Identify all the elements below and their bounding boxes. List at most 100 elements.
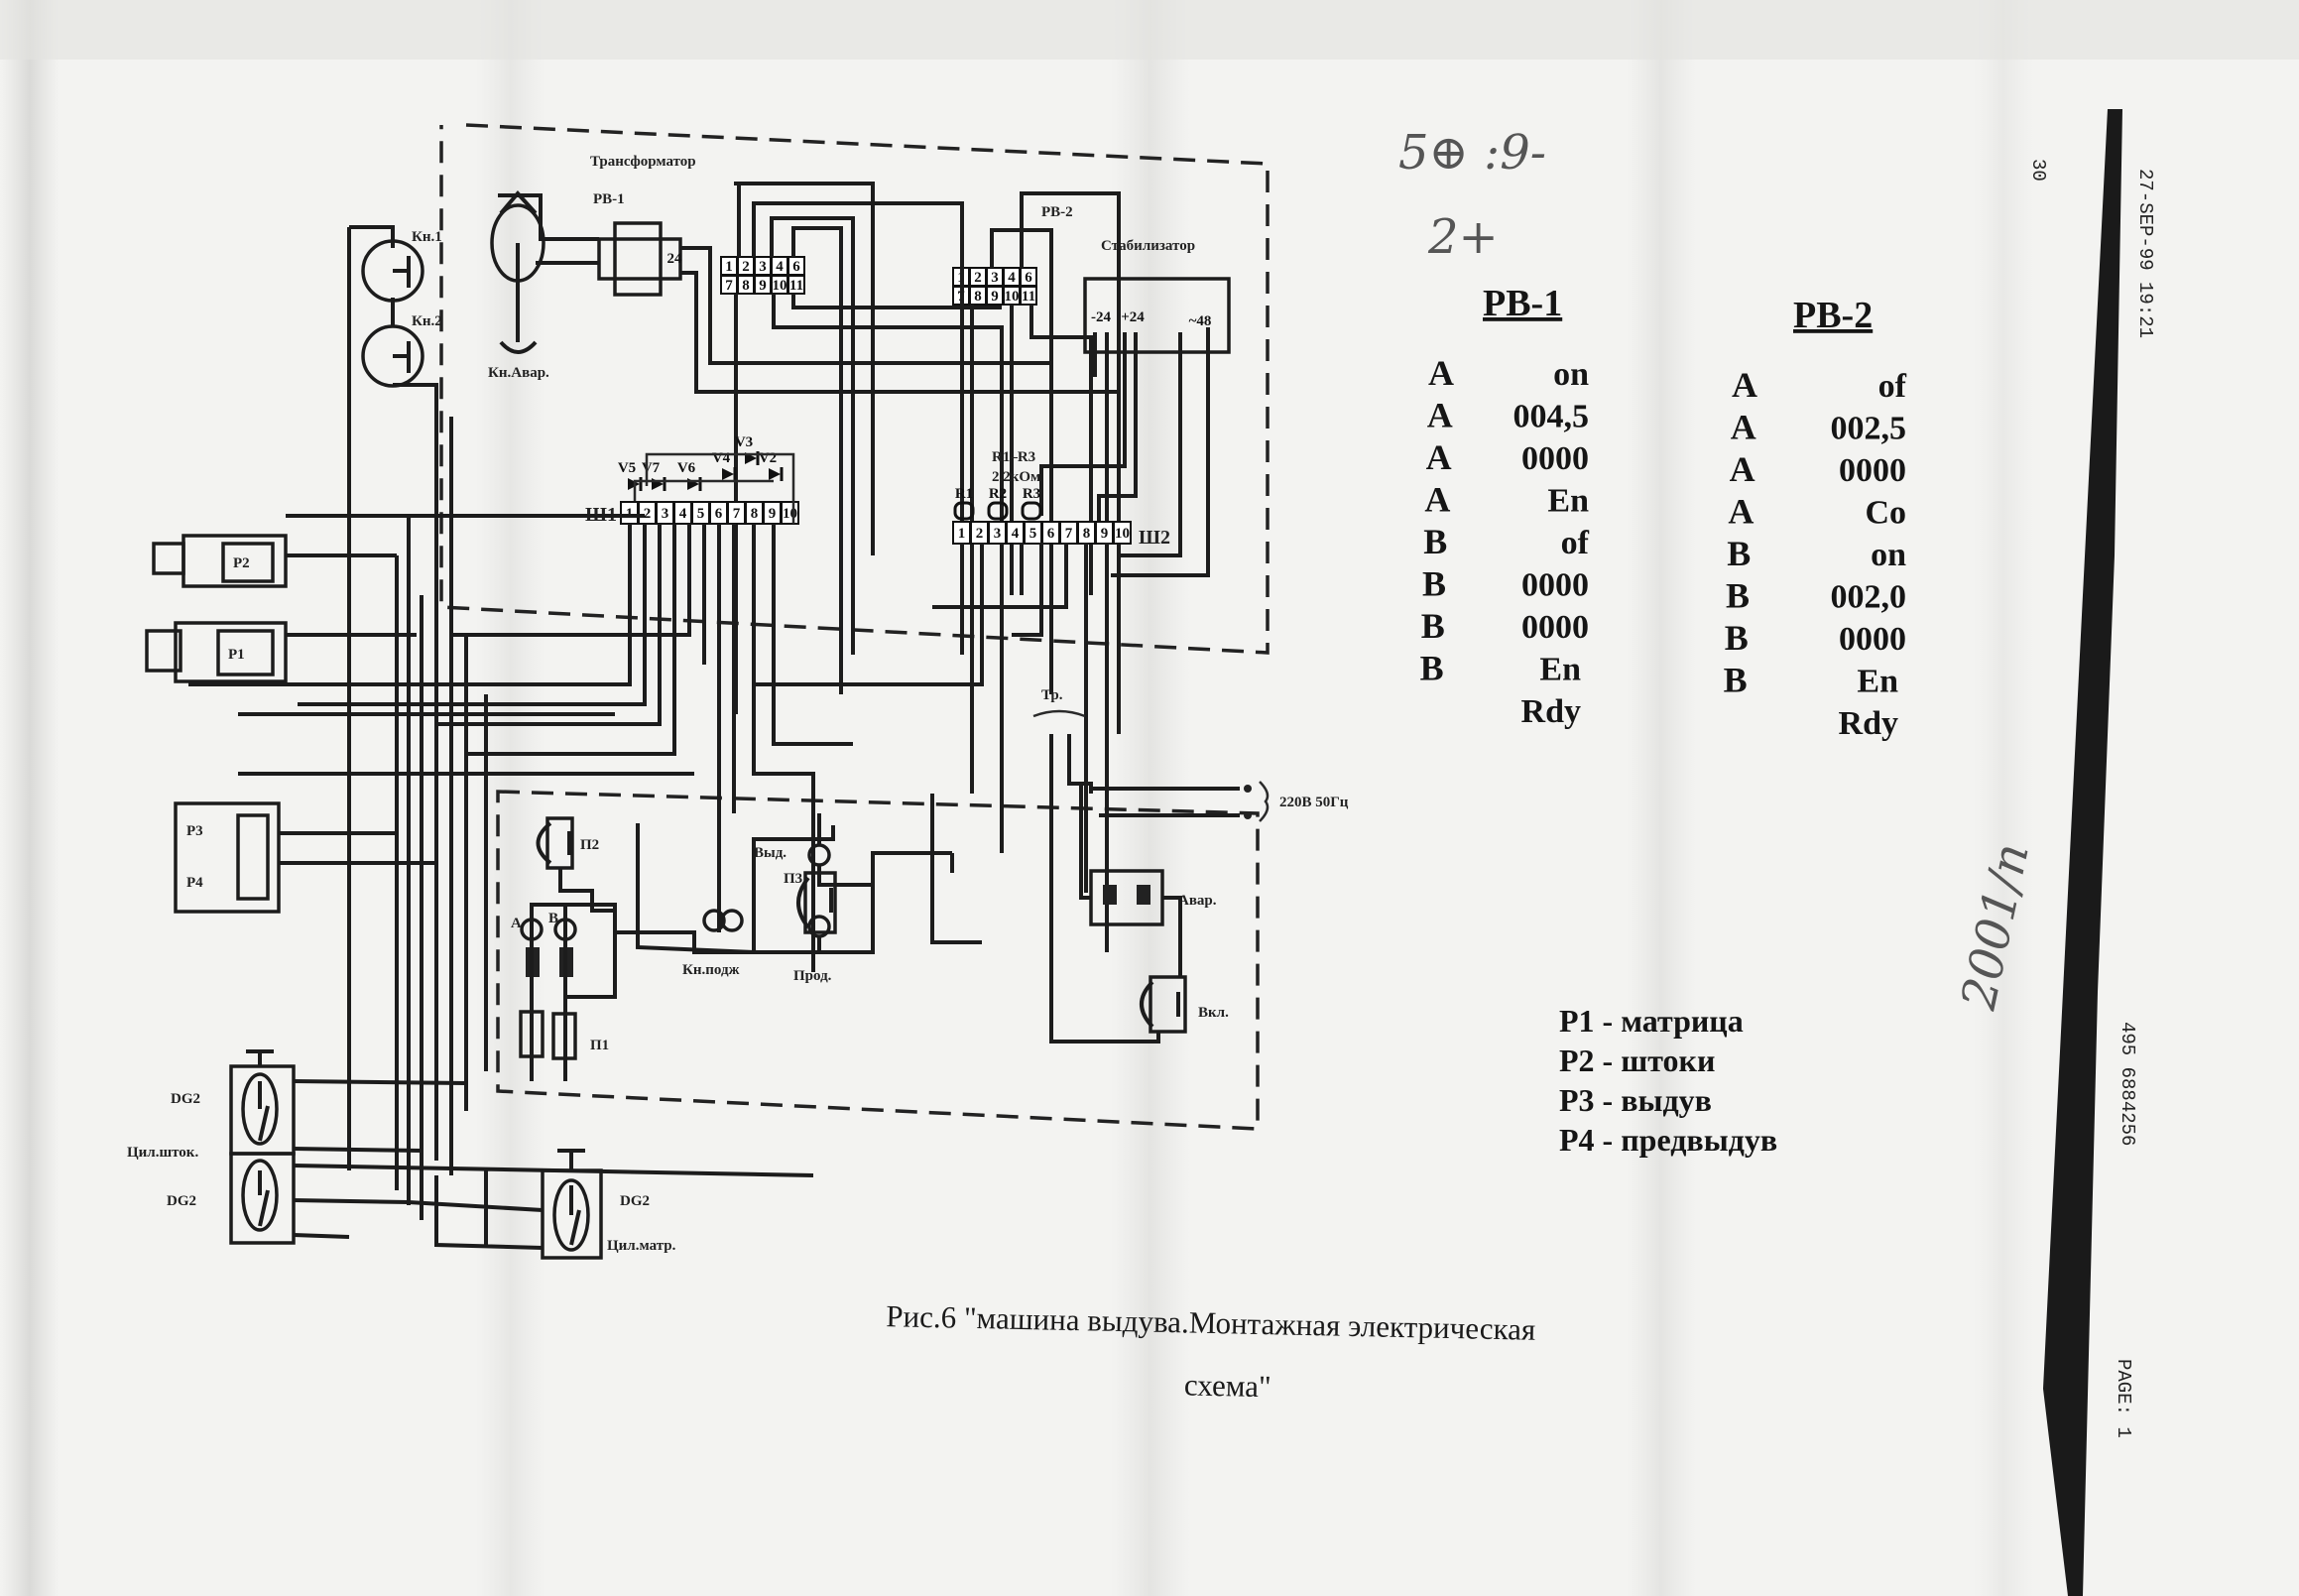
table-channel: A: [1426, 437, 1452, 477]
terminal-number: 10: [1005, 289, 1020, 305]
terminal-number: 3: [991, 270, 999, 286]
table-channel: B: [1423, 522, 1447, 561]
terminal-number: 4: [679, 506, 687, 522]
terminal-number: 7: [733, 506, 741, 522]
resistor-label: R1: [955, 486, 973, 502]
terminal-number: 6: [1025, 270, 1032, 286]
table-value: En: [1857, 664, 1898, 700]
fax-header: 27-SEP-99 19:21 495 6884256 PAGE: 1: [2113, 169, 2156, 1438]
table-channel: A: [1427, 396, 1453, 435]
diode-icon: [722, 468, 734, 480]
terminal-number: 2: [742, 259, 750, 275]
corner-number: 30: [2027, 159, 2049, 182]
legend-item: P4 - предвыдув: [1559, 1122, 1777, 1158]
resistor-icon: [987, 501, 1009, 521]
kn1-button-icon: [361, 239, 424, 303]
table-value: 0000: [1521, 440, 1589, 477]
table-value: 0000: [1839, 621, 1906, 658]
dg2-right-label: DG2: [620, 1193, 650, 1209]
terminal-number: 9: [991, 289, 999, 305]
p2-label: P2: [233, 555, 250, 571]
terminal-number: 10: [783, 506, 797, 522]
resistors-range-label: R1–R3: [992, 449, 1035, 465]
cyl-matrix-label: Цил.матр.: [607, 1238, 676, 1254]
caption-line2: схема": [1184, 1367, 1271, 1404]
diode-label: V2: [759, 450, 777, 466]
relay-legend: P1 - матрица P2 - штоки P3 - выдув P4 - …: [1559, 1003, 1777, 1158]
p3-label: P3: [186, 823, 203, 839]
terminal-number: 5: [697, 506, 705, 522]
sh2-label: Ш2: [1139, 527, 1170, 549]
terminal: [1113, 521, 1132, 545]
sensor-p3-label: П3: [784, 871, 802, 887]
table-channel: B: [1726, 576, 1750, 616]
terminal-number: 4: [1012, 526, 1020, 542]
terminal-number: 10: [1115, 526, 1130, 542]
transformer-label: Трансформатор: [590, 154, 696, 170]
kn1-label: Кн.1: [412, 229, 442, 245]
panel-boundary: [496, 790, 1260, 1131]
sensor-p3-icon: [796, 871, 837, 934]
kn-avar-label: Кн.Авар.: [488, 365, 549, 381]
diode-label: V4: [712, 450, 731, 466]
sensor-p2-label: П2: [580, 837, 599, 853]
table-value: Rdy: [1521, 693, 1581, 730]
relay-p3-p4: [174, 801, 281, 914]
terminal-number: 3: [662, 506, 669, 522]
kn2-button-icon: [361, 324, 424, 388]
stabilizer-box: [1083, 277, 1231, 354]
table-channel: A: [1731, 408, 1756, 447]
figure-caption: Рис.6 "машина выдува.Монтажная электриче…: [886, 1298, 1536, 1404]
svg-text:+24: +24: [1121, 309, 1145, 325]
terminal-number: 1: [725, 259, 733, 275]
tr-label: Тр.: [1041, 687, 1063, 703]
table-value: of: [1561, 525, 1590, 561]
terminal-number: 1: [958, 526, 966, 542]
table-channel: A: [1732, 365, 1757, 405]
dg2-top-label: DG2: [171, 1091, 200, 1107]
table-channel: A: [1428, 353, 1454, 393]
resistor-label: R2: [989, 486, 1007, 502]
diode-label: V7: [642, 460, 661, 476]
dg2-bottom-label: DG2: [167, 1193, 196, 1209]
terminal-number: 8: [742, 278, 750, 294]
table-channel: A: [1730, 449, 1755, 489]
terminal-number: 11: [1022, 289, 1035, 305]
terminal-number: 11: [789, 278, 803, 294]
terminal-number: 2: [974, 270, 982, 286]
table-value: Rdy: [1839, 705, 1898, 742]
relay-p1: [145, 621, 288, 683]
terminal-number: 6: [792, 259, 800, 275]
stabilizer-label: Стабилизатор: [1101, 238, 1195, 254]
table-value: of: [1878, 368, 1907, 405]
resistor-value-label: 2.2кОм: [992, 469, 1040, 485]
lamp-b-label: B: [548, 911, 558, 926]
btn-podzh-label: Кн.подж: [682, 962, 740, 978]
kn2-label: Кн.2: [412, 313, 442, 329]
dg2-sensor-top-icon: [229, 1049, 296, 1156]
table-value: 0000: [1521, 567, 1589, 604]
svg-text:-24: -24: [1091, 309, 1111, 325]
table-value: on: [1871, 537, 1906, 573]
table-channel: B: [1725, 618, 1749, 658]
table-channel: B: [1724, 661, 1748, 700]
p4-label: P4: [186, 875, 203, 891]
terminal-number: 8: [1083, 526, 1091, 542]
terminal: [787, 275, 805, 295]
control-cabinet-boundary: [439, 123, 1270, 655]
terminal-number: 3: [994, 526, 1002, 542]
table-value: 0000: [1521, 609, 1589, 646]
legend-item: P2 - штоки: [1559, 1043, 1715, 1078]
table-channel: B: [1727, 534, 1751, 573]
terminal-number: 6: [715, 506, 723, 522]
handwritten-note: 2+: [1427, 209, 1499, 265]
terminal-number: 4: [776, 259, 784, 275]
p1-label: P1: [228, 647, 245, 663]
